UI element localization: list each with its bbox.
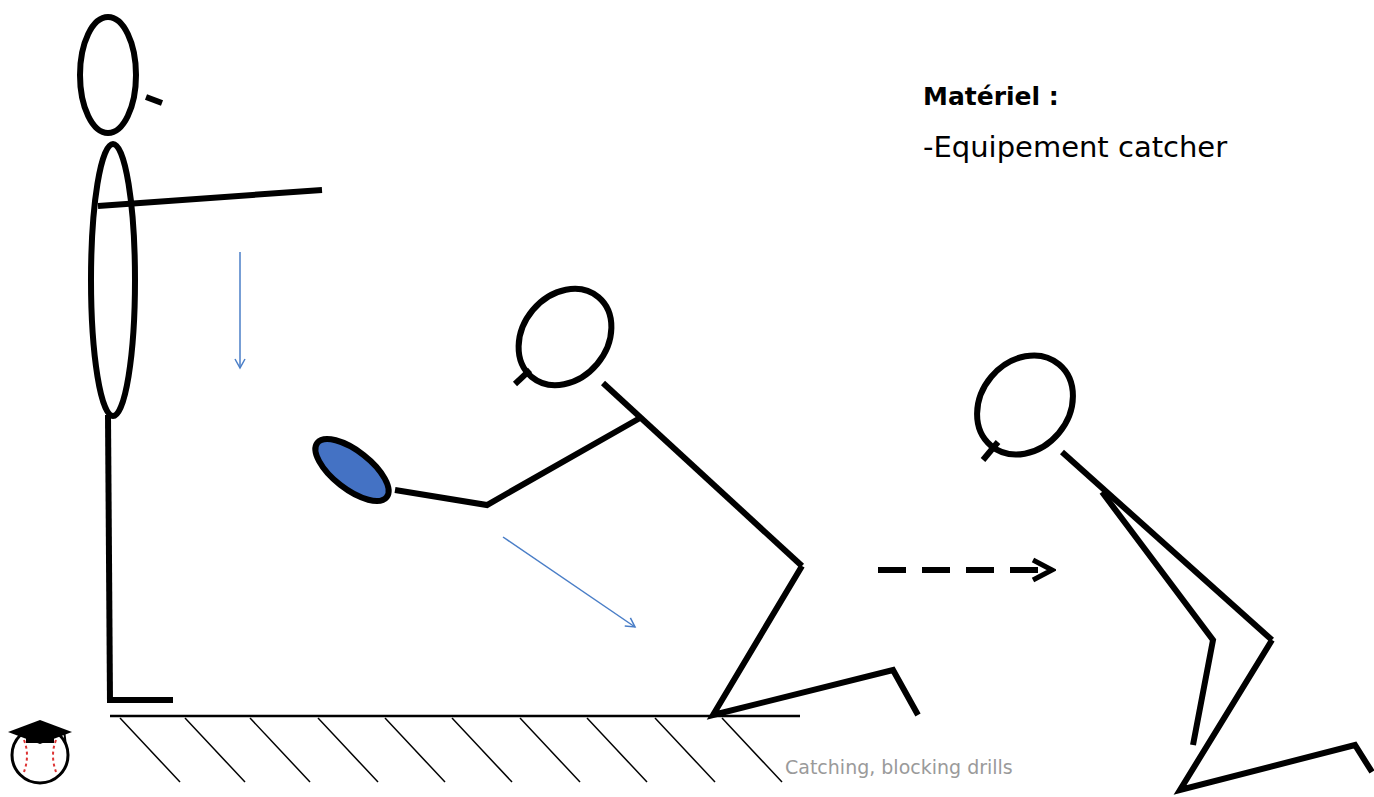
standing-figure: [80, 17, 322, 702]
transition-arrow: [878, 567, 1052, 573]
ground: [110, 716, 800, 782]
logo: [8, 720, 72, 783]
catcher-blocking: [957, 336, 1372, 790]
catcher-receiving: [395, 270, 918, 715]
ball-path-arrow: [503, 537, 635, 627]
materials-heading: Matériel :: [923, 82, 1059, 111]
materials-item: -Equipement catcher: [923, 130, 1227, 164]
ball-drop-arrow: [239, 252, 241, 368]
catcher-glove: [306, 428, 399, 512]
footer-caption: Catching, blocking drills: [785, 756, 1013, 778]
